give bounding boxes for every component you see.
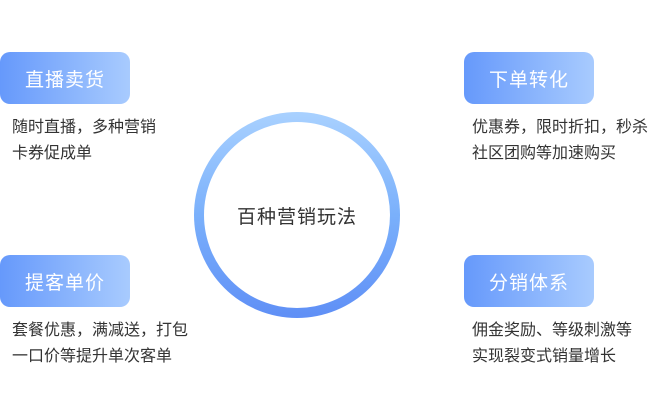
order-conversion-button[interactable]: 下单转化 [464,52,594,104]
description-line: 实现裂变式销量增长 [472,346,617,365]
raise-order-value-description: 套餐优惠，满减送，打包 一口价等提升单次客单 [12,317,188,369]
description-line: 随时直播，多种营销 [12,117,157,136]
center-ring: 百种营销玩法 [194,112,400,318]
description-line: 佣金奖励、等级刺激等 [472,320,633,339]
live-selling-button[interactable]: 直播卖货 [0,52,130,104]
description-line: 套餐优惠，满减送，打包 [12,320,189,339]
description-line: 优惠券，限时折扣，秒杀 [472,117,649,136]
center-title: 百种营销玩法 [236,205,357,228]
description-line: 卡券促成单 [12,143,93,162]
distribution-system-description: 佣金奖励、等级刺激等 实现裂变式销量增长 [472,317,632,369]
raise-order-value-button[interactable]: 提客单价 [0,255,130,307]
description-line: 社区团购等加速购买 [472,143,617,162]
description-line: 一口价等提升单次客单 [12,346,173,365]
distribution-system-button[interactable]: 分销体系 [464,255,594,307]
order-conversion-description: 优惠券，限时折扣，秒杀 社区团购等加速购买 [472,114,648,166]
center-circle: 百种营销玩法 [204,122,390,308]
live-selling-description: 随时直播，多种营销 卡券促成单 [12,114,156,166]
